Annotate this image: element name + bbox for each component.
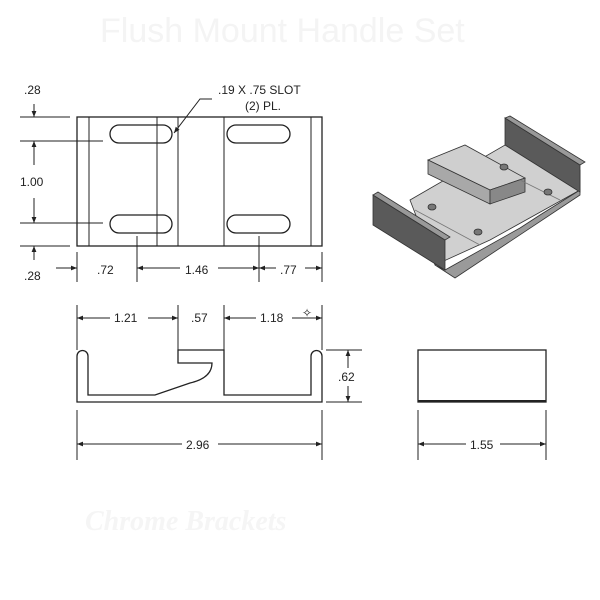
- dim-right: .77: [280, 263, 297, 277]
- slot: [226, 124, 291, 144]
- isometric-view: [372, 115, 586, 279]
- dim-hook: .57: [191, 311, 208, 325]
- crosshair-icon: ✧: [302, 306, 312, 320]
- dim-height: .62: [338, 370, 355, 384]
- dim-width: 1.55: [470, 438, 494, 452]
- slot: [109, 124, 173, 144]
- dim-side-right: 1.18: [260, 311, 284, 325]
- dim-bottom-margin: .28: [24, 269, 41, 283]
- slot-note-qty: (2) PL.: [245, 99, 281, 113]
- dim-slot-spacing: 1.00: [20, 175, 44, 189]
- slot: [109, 214, 173, 234]
- top-view: .19 X .75 SLOT (2) PL. .28 1.00 .28 .72 …: [20, 83, 323, 283]
- dim-top-margin: .28: [24, 83, 41, 97]
- side-view: 1.21 .57 1.18 ✧ .62 2.96: [76, 305, 362, 460]
- dim-overall: 2.96: [186, 438, 210, 452]
- dim-side-left: 1.21: [114, 311, 138, 325]
- dim-center: 1.46: [185, 263, 209, 277]
- watermark-caption: Chrome Brackets: [85, 506, 287, 537]
- slot: [226, 214, 291, 234]
- end-view: 1.55: [417, 349, 547, 460]
- watermark-title: Flush Mount Handle Set: [100, 12, 465, 50]
- slot-note: .19 X .75 SLOT: [218, 83, 301, 97]
- dim-left: .72: [97, 263, 114, 277]
